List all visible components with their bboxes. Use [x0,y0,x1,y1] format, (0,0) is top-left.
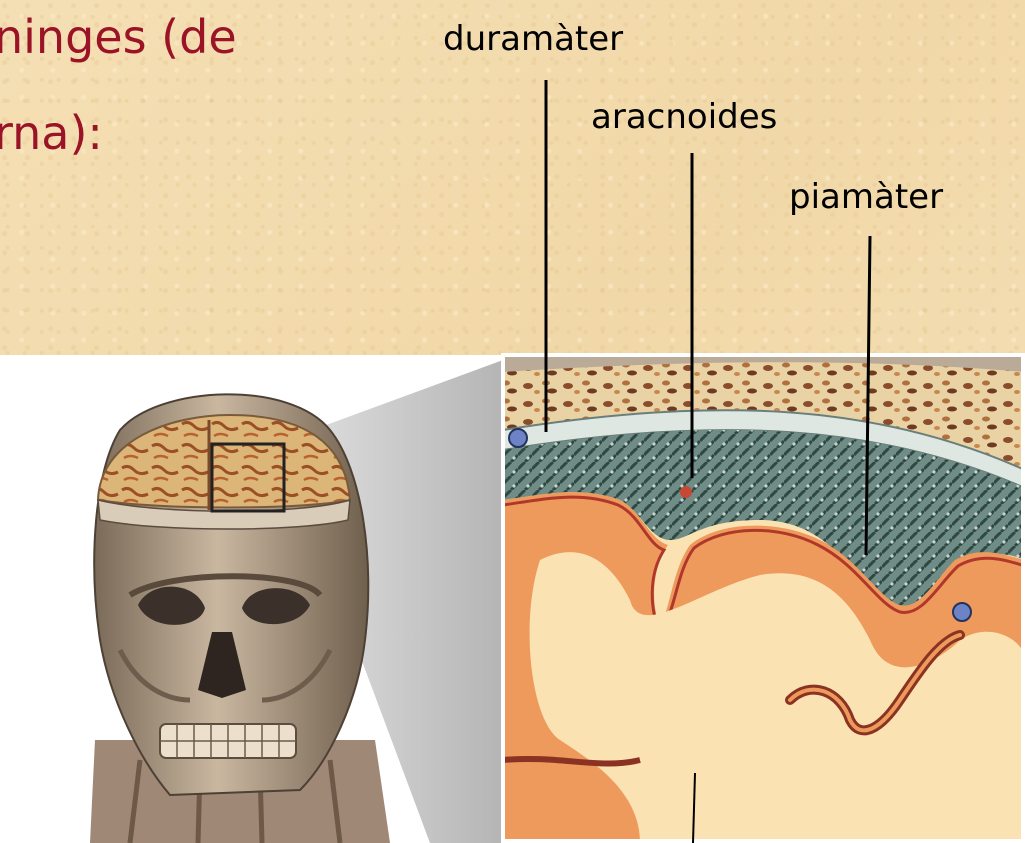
meninges-cross-section [503,355,1025,843]
